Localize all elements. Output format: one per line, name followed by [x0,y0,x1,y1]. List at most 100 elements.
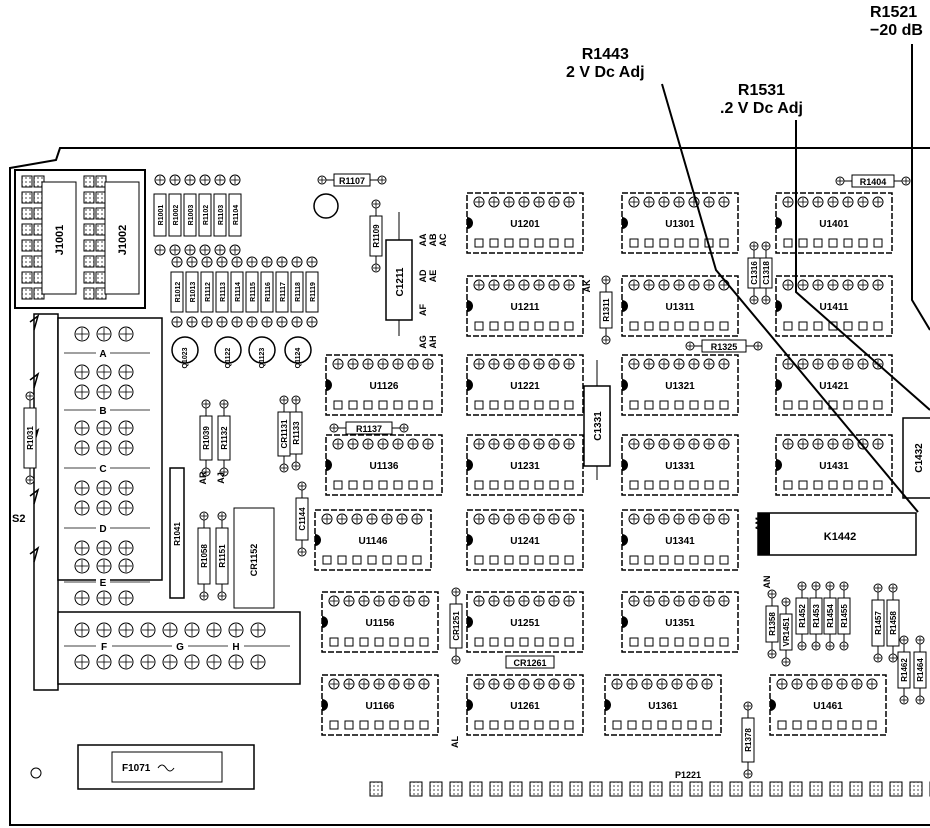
ic-u1311: U1311 [621,275,739,337]
resistor-r1457: R1457 [871,583,885,663]
ic-label: U1166 [366,701,395,712]
ic-u1221: U1221 [466,354,584,416]
ic-u1251: U1251 [466,591,584,653]
resistor-label: R1311 [602,298,611,322]
resistor-r1358: R1358 [765,589,779,659]
connector-pin [83,271,95,284]
ic-label: U1251 [510,618,540,629]
resistor-r1109: R1109 [369,199,383,273]
resistor-r1114: R1114 [230,271,244,313]
switch-position-label: C [99,464,106,475]
connector-pin [83,223,95,236]
edge-connector-pad [849,781,863,797]
ic-u1331: U1331 [621,434,739,496]
resistor-label: R1378 [744,728,753,752]
edge-connector-pad [529,781,543,797]
ic-u1301: U1301 [621,192,739,254]
edge-connector-pad [649,781,663,797]
resistor-r1453: R1453 [809,581,823,651]
edge-connector-pad [489,781,503,797]
connector-pin [83,239,95,252]
ic-label: U1421 [819,381,849,392]
fuse-label: F1071 [122,763,151,774]
ic-u1411: U1411 [775,275,893,337]
test-point-label: AK [582,279,592,292]
resistor-vr1451: VR1451 [779,597,793,667]
edge-connector-pad [789,781,803,797]
callout-r1521: R1521 −20 dB [870,4,923,40]
resistor-c1144: C1144 [295,481,309,557]
resistor-label: CR1131 [280,419,289,448]
capacitor-c1432: C1432 [902,417,930,499]
ic-label: U1201 [510,219,540,230]
ic-u1146: U1146 [314,509,432,571]
connector-pin [21,207,33,220]
ic-label: U1261 [510,701,540,712]
resistor-r1102: R1102 [198,193,212,237]
transistor-q1123: Q1123 [248,336,276,369]
ic-u1126: U1126 [325,354,443,416]
resistor-label: R1041 [173,522,182,546]
ic-u1461: U1461 [769,674,887,736]
ic-label: U1146 [359,536,388,547]
resistor-label: R1116 [265,282,272,302]
diode-cr1261: CR1261 [505,655,555,669]
resistor-label: R1109 [372,224,381,248]
resistor-label: R1104 [233,205,240,225]
resistor-r1118: R1118 [290,271,304,313]
edge-connector-pad [889,781,903,797]
connector-pin [83,175,95,188]
transistor-label: Q1123 [259,348,266,369]
resistor-label: R1002 [173,205,180,226]
transistor-q1105 [313,193,339,219]
resistor-label: R1119 [310,282,317,302]
edge-connector-pad [409,781,423,797]
resistor-r1103: R1103 [213,193,227,237]
resistor-label: R1112 [205,282,212,302]
switch-position-label: B [99,406,106,417]
ic-u1351: U1351 [621,591,739,653]
resistor-label: R1457 [874,611,883,635]
capacitor-c1331: C1331 [583,360,611,480]
resistor-r1137: R1137 [329,421,409,435]
switch-position-label: E [100,578,107,589]
ic-u1166: U1166 [321,674,439,736]
switch-position-label: A [99,349,106,360]
edge-connector-pad [569,781,583,797]
ic-u1261: U1261 [466,674,584,736]
resistor-r1132: R1132 [217,399,231,477]
fuse-f1071: F1071 [77,744,255,790]
connector-pin [21,287,33,300]
ic-label: U1401 [819,219,849,230]
test-point-label: AE [428,270,438,283]
edge-connector-pad [429,781,443,797]
resistor-r1311: R1311 [599,275,613,345]
resistor-r1001: R1001 [153,193,167,237]
resistor-label: C1316 [750,261,759,285]
resistor-r1041: R1041 [169,467,185,599]
callout-leaders [661,44,930,513]
connector-pin [83,255,95,268]
edge-connector-pad [909,781,923,797]
edge-connector-pad [549,781,563,797]
resistor-label: R1458 [889,611,898,635]
connector-pin [21,255,33,268]
resistor-label: R1454 [826,604,835,628]
resistor-r1133: R1133 [289,395,303,471]
test-point-label: AC [438,233,448,246]
ic-label: U1311 [666,302,695,313]
resistor-r1031: R1031 [23,391,37,485]
resistor-label: R1132 [220,426,229,450]
edge-connector-pad [669,781,683,797]
ic-label: U1461 [813,701,843,712]
transistor-q1124: Q1124 [284,336,312,368]
transistor-q1023: Q1023 [171,336,199,369]
ic-u1231: U1231 [466,434,584,496]
resistor-r1151: R1151 [215,511,229,601]
connector-pin [21,271,33,284]
resistor-label: C1318 [762,261,771,285]
resistor-label: R1452 [798,604,807,628]
resistor-r1112: R1112 [200,271,214,313]
resistor-label: R1107 [339,176,365,186]
